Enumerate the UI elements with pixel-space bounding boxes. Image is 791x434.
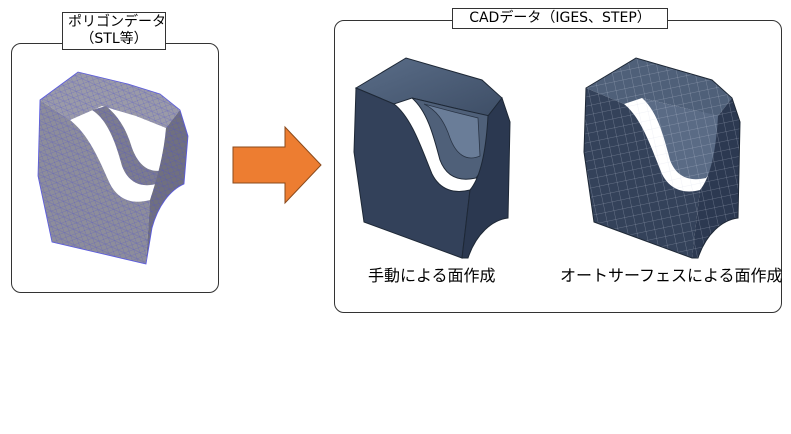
- manual-surface-cad-model: [353, 57, 511, 259]
- polygon-data-title: ポリゴンデータ （STL等）: [62, 12, 166, 50]
- cad-data-title-text: CADデータ（IGES、STEP）: [469, 10, 651, 26]
- cad-data-title: CADデータ（IGES、STEP）: [452, 8, 668, 29]
- auto-surface-cad-model: [583, 57, 741, 259]
- manual-surface-caption: 手動による面作成: [368, 266, 496, 285]
- polygon-data-title-line1: ポリゴンデータ: [68, 14, 166, 30]
- auto-surface-caption: オートサーフェスによる面作成: [560, 266, 783, 285]
- polygon-mesh-model: [37, 71, 189, 265]
- polygon-data-title-line2: （STL等）: [80, 31, 148, 47]
- conversion-arrow: [232, 125, 322, 205]
